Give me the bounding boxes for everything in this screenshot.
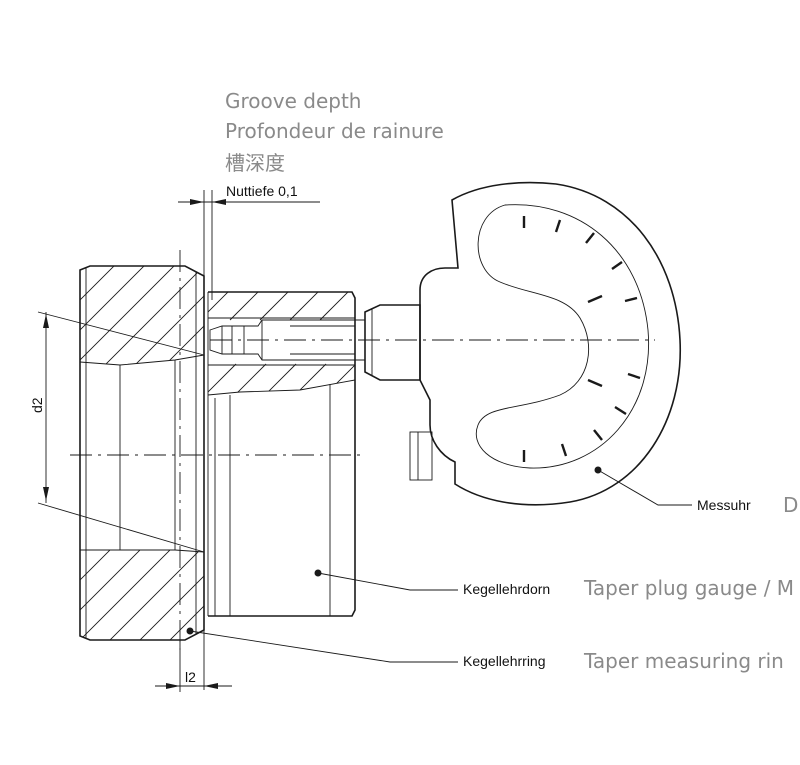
taper-plug-gauge — [207, 291, 366, 617]
groove-depth-zh: 槽深度 — [225, 151, 285, 175]
dial-gauge — [364, 181, 681, 506]
kegellehrdorn-translation: Taper plug gauge / M — [583, 576, 794, 600]
l2-dimension: l2 — [155, 640, 232, 692]
messuhr-label: Messuhr — [697, 497, 751, 513]
taper-measuring-ring — [79, 265, 205, 641]
groove-depth-en: Groove depth — [225, 89, 361, 113]
messuhr-translation: D — [783, 493, 798, 517]
kegellehrring-translation: Taper measuring rin — [583, 649, 784, 673]
l2-label: l2 — [185, 669, 196, 685]
kegellehrring-label: Kegellehrring — [463, 653, 546, 669]
callout-kegellehrdorn: Kegellehrdorn Taper plug gauge / M — [314, 569, 794, 600]
kegellehrdorn-label: Kegellehrdorn — [463, 581, 550, 597]
d2-dimension: d2 — [29, 311, 205, 553]
nuttiefe-dimension: Nuttiefe 0,1 — [178, 183, 320, 690]
nuttiefe-label: Nuttiefe 0,1 — [226, 183, 298, 199]
groove-depth-fr: Profondeur de rainure — [225, 119, 444, 143]
d2-label: d2 — [29, 397, 45, 413]
callout-kegellehrring: Kegellehrring Taper measuring rin — [186, 627, 784, 673]
callout-messuhr: Messuhr D — [594, 466, 798, 517]
